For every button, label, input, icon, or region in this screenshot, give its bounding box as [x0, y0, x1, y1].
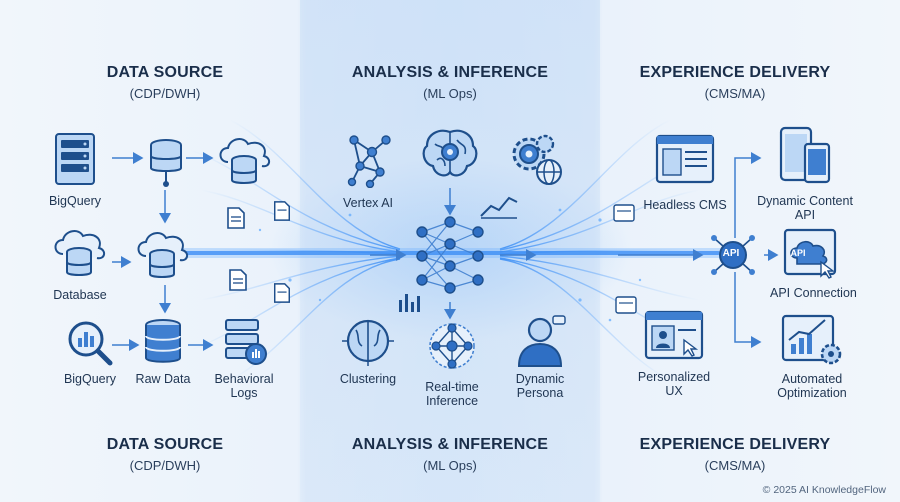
document-icon — [229, 269, 247, 291]
cloud-database-icon — [219, 138, 270, 184]
brain-circuit-icon — [342, 319, 394, 366]
node-doc-1 — [222, 206, 250, 230]
node-doc-2 — [224, 268, 252, 292]
document-icon — [274, 283, 290, 303]
node-headless-cms: Headless CMS — [640, 134, 730, 212]
node-label: Logs — [230, 386, 258, 400]
node-dynamic-persona: Dynamic Persona — [504, 312, 576, 400]
node-label: API Connection — [770, 286, 857, 300]
api-hub-icon — [711, 235, 755, 275]
gears-globe-icon — [512, 134, 562, 185]
footer-heading-data-source: DATA SOURCE (CDP/DWH) — [15, 436, 315, 473]
column-subtitle: (CMS/MA) — [704, 86, 766, 101]
cloud-database-icon — [137, 232, 188, 278]
footer-heading-analysis: ANALYSIS & INFERENCE (ML Ops) — [300, 436, 600, 473]
api-badge-label: API — [722, 248, 740, 259]
server-rack-icon — [55, 133, 95, 185]
trend-line-icon — [480, 196, 518, 219]
node-label: API — [794, 208, 816, 222]
node-label: BigQuery — [63, 372, 117, 386]
node-label: Personalized — [637, 370, 711, 384]
optimization-chart-icon — [781, 314, 842, 365]
node-vertex-ai: Vertex AI — [332, 132, 404, 210]
column-title: EXPERIENCE DELIVERY — [639, 436, 831, 453]
column-title: ANALYSIS & INFERENCE — [351, 436, 549, 453]
bar-chart-icon — [399, 294, 420, 312]
node-bar-mini — [392, 290, 432, 314]
node-label: Raw Data — [135, 372, 191, 386]
network-sphere-icon — [429, 323, 475, 369]
node-bigquery-top: BigQuery — [40, 132, 110, 208]
node-label: Optimization — [777, 386, 847, 400]
node-api-connection: API API Connection — [770, 228, 857, 300]
node-bigquery-bottom: BigQuery — [52, 318, 128, 386]
node-label: Persona — [516, 386, 564, 400]
node-label: Headless CMS — [643, 198, 727, 212]
column-subtitle: (CDP/DWH) — [129, 458, 201, 473]
column-title: ANALYSIS & INFERENCE — [351, 64, 549, 81]
copyright-text: © 2025 AI KnowledgeFlow — [762, 484, 886, 496]
node-label: Clustering — [339, 372, 397, 386]
column-title: DATA SOURCE — [106, 436, 224, 453]
footer-heading-delivery: EXPERIENCE DELIVERY (CMS/MA) — [585, 436, 885, 473]
node-trend-chart — [475, 192, 523, 220]
devices-icon — [779, 126, 831, 184]
persona-icon — [517, 315, 566, 367]
column-subtitle: (CDP/DWH) — [129, 86, 201, 101]
node-label: Database — [53, 288, 107, 302]
node-database: Database — [40, 228, 120, 302]
magnifier-chart-icon — [68, 321, 113, 366]
window-icon — [615, 296, 637, 314]
database-icon — [150, 139, 182, 187]
node-gears-globe — [506, 132, 566, 188]
node-label: BigQuery — [48, 194, 102, 208]
node-raw-data: Raw Data — [134, 318, 192, 386]
node-cloud-db-mid — [130, 226, 196, 284]
heading-delivery: EXPERIENCE DELIVERY (CMS/MA) — [585, 64, 885, 101]
node-label: Dynamic — [515, 372, 565, 386]
column-subtitle: (CMS/MA) — [704, 458, 766, 473]
personalized-window-icon — [644, 310, 704, 360]
heading-analysis: ANALYSIS & INFERENCE (ML Ops) — [300, 64, 600, 101]
window-icon — [613, 204, 635, 222]
log-server-icon — [225, 319, 267, 365]
node-cloud-db-top — [212, 132, 278, 190]
node-db-stack-top — [144, 138, 188, 188]
node-doc-3 — [268, 200, 296, 222]
node-label: Real-time — [425, 380, 479, 394]
node-api-hub: API — [706, 232, 760, 278]
node-label: Dynamic Content — [757, 194, 853, 208]
heading-data-source: DATA SOURCE (CDP/DWH) — [15, 64, 315, 101]
api-cloud-window-icon — [783, 228, 837, 279]
column-title: DATA SOURCE — [106, 64, 224, 81]
node-automated-optimization: Automated Optimization — [764, 314, 860, 400]
cloud-database-icon — [54, 230, 105, 276]
brain-icon — [422, 129, 478, 177]
node-personalized-ux: Personalized UX — [634, 310, 714, 398]
browser-window-icon — [655, 134, 715, 184]
node-realtime-inference: Real-time Inference — [414, 320, 490, 408]
document-icon — [227, 207, 245, 229]
node-label: Behavioral — [214, 372, 274, 386]
neural-network-icon — [416, 216, 484, 294]
node-clustering: Clustering — [330, 316, 406, 386]
network-graph-icon — [347, 135, 391, 188]
node-label: Automated — [781, 372, 843, 386]
document-icon — [274, 201, 290, 221]
node-label: UX — [665, 384, 683, 398]
node-mini-window-2 — [614, 296, 638, 314]
node-doc-4 — [268, 282, 296, 304]
node-mini-window — [612, 204, 636, 222]
node-brain-gear — [418, 126, 482, 184]
column-title: EXPERIENCE DELIVERY — [639, 64, 831, 81]
node-dynamic-content-api: Dynamic Content API — [750, 126, 860, 222]
node-neural-network — [410, 208, 490, 304]
column-subtitle: (ML Ops) — [423, 86, 477, 101]
node-behavioral-logs: Behavioral Logs — [206, 318, 282, 400]
database-icon — [145, 319, 181, 363]
node-label: Inference — [425, 394, 479, 408]
node-label: Vertex AI — [342, 196, 394, 210]
column-subtitle: (ML Ops) — [423, 458, 477, 473]
api-cloud-badge-label: API — [790, 248, 806, 258]
